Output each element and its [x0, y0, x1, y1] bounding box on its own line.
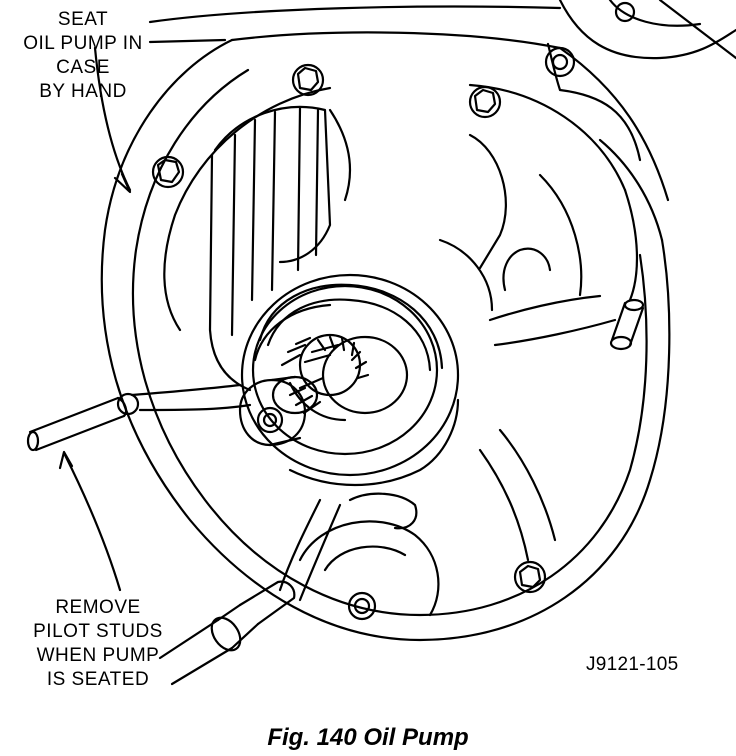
lower-boss	[298, 492, 440, 617]
bolt-top	[291, 63, 325, 97]
callout-remove-line-3: WHEN PUMP	[36, 645, 160, 666]
transmission-case	[148, 0, 736, 202]
callout-remove-line-2: PILOT STUDS	[33, 621, 163, 642]
callout-seat-oil-pump: SEAT OIL PUMP IN CASE BY HAND	[8, 8, 158, 104]
input-shaft	[238, 333, 409, 447]
callout-remove-line-1: REMOVE	[55, 597, 141, 618]
callout-seat-line-2: OIL PUMP IN	[23, 33, 143, 54]
callout-remove-pilot-studs: REMOVE PILOT STUDS WHEN PUMP IS SEATED	[18, 596, 178, 692]
callout-seat-line-4: BY HAND	[39, 81, 127, 102]
pilot-stud-bottom	[158, 580, 296, 686]
housing-bolts	[151, 63, 547, 621]
pump-hub	[240, 273, 460, 487]
pilot-stud-left	[26, 392, 140, 452]
callout-seat-line-3: CASE	[56, 57, 110, 78]
bolt-top-right	[468, 85, 502, 119]
leader-lines	[58, 38, 227, 592]
callout-seat-line-1: SEAT	[57, 9, 109, 30]
pump-housing	[100, 38, 671, 642]
bolt-upper-left	[151, 155, 185, 189]
figure-caption: Fig. 140 Oil Pump	[267, 724, 469, 751]
bolt-lower-right	[513, 560, 547, 594]
bolt-bottom	[347, 591, 377, 621]
callout-remove-line-4: IS SEATED	[46, 669, 150, 690]
pilot-stud-right	[609, 298, 645, 351]
drawing-code: J9121-105	[586, 654, 679, 675]
pump-ribs	[130, 105, 617, 602]
